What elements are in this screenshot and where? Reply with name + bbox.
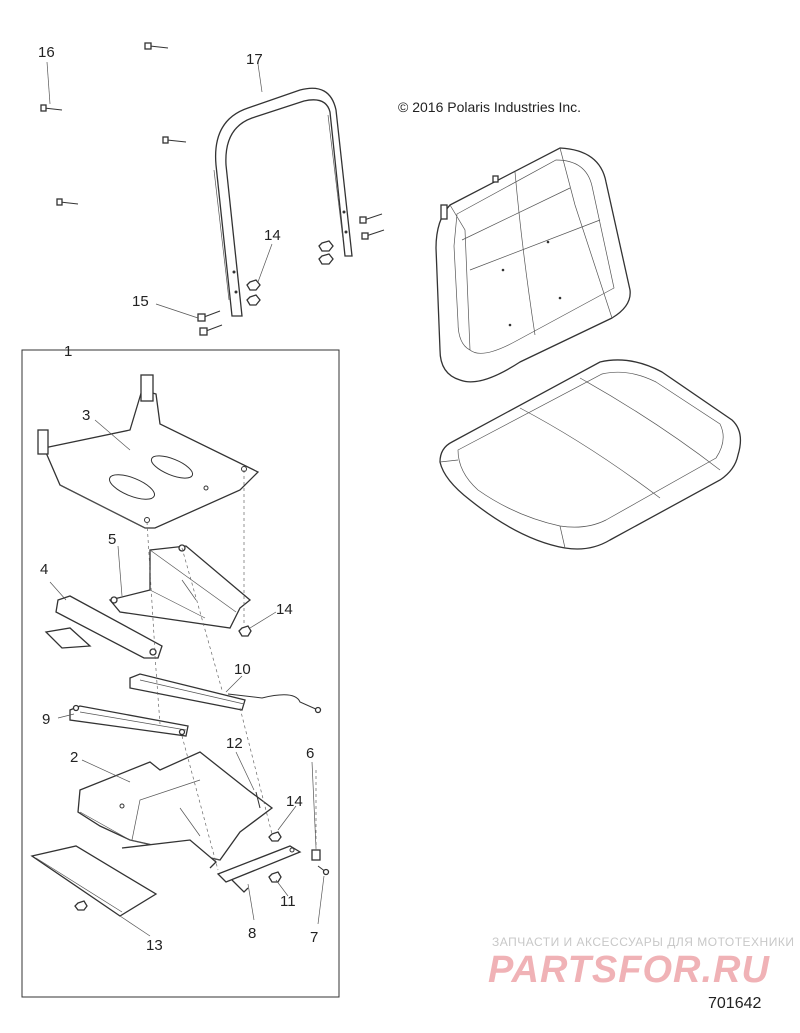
diagram-id: 701642 <box>708 995 761 1012</box>
callout-17: 17 <box>246 51 263 68</box>
callout-4: 4 <box>40 561 48 578</box>
copyright-notice: © 2016 Polaris Industries Inc. <box>398 99 581 115</box>
callout-5: 5 <box>108 531 116 548</box>
callout-1: 1 <box>64 343 72 360</box>
callout-14-bot: 14 <box>286 793 303 810</box>
leader-lines <box>46 61 325 937</box>
bracket-part-8 <box>216 845 302 893</box>
fasteners-right <box>318 213 385 265</box>
callout-9: 9 <box>42 711 50 728</box>
watermark-tagline: ЗАПЧАСТИ И АКСЕССУАРЫ ДЛЯ МОТОТЕХНИКИ <box>492 935 794 949</box>
small-hardware <box>110 596 330 883</box>
assembly-lines <box>146 470 317 871</box>
bolt-parts-16 <box>40 42 187 206</box>
watermark-logo: PARTSFOR.RU <box>488 949 770 991</box>
callout-2: 2 <box>70 749 78 766</box>
callout-7: 7 <box>310 929 318 946</box>
callout-8: 8 <box>248 925 256 942</box>
assembly-frame-box <box>21 349 340 998</box>
callout-labels: 16 17 14 15 1 3 5 4 14 10 9 2 12 6 14 11… <box>38 44 318 954</box>
callout-3: 3 <box>82 407 90 424</box>
slide-rail-10 <box>129 673 322 714</box>
callout-10: 10 <box>234 661 251 678</box>
grab-bar-part <box>213 87 353 317</box>
seat-cushion-part <box>439 359 742 550</box>
callout-15: 15 <box>132 293 149 310</box>
fasteners-grab-bar <box>197 279 261 336</box>
callout-11: 11 <box>280 893 296 910</box>
callout-12: 12 <box>226 735 243 752</box>
mounting-bracket-4 <box>44 595 163 659</box>
callout-16: 16 <box>38 44 55 61</box>
seat-pan-part <box>37 374 260 529</box>
callout-14-top: 14 <box>264 227 281 244</box>
slide-rail-9 <box>69 704 189 737</box>
callout-13: 13 <box>146 937 163 954</box>
seat-back-part <box>435 147 631 383</box>
cover-plate-part <box>30 845 158 917</box>
callout-14-mid: 14 <box>276 601 293 618</box>
mounting-bracket-5 <box>108 544 252 629</box>
base-frame-part <box>77 751 274 869</box>
callout-6: 6 <box>306 745 314 762</box>
